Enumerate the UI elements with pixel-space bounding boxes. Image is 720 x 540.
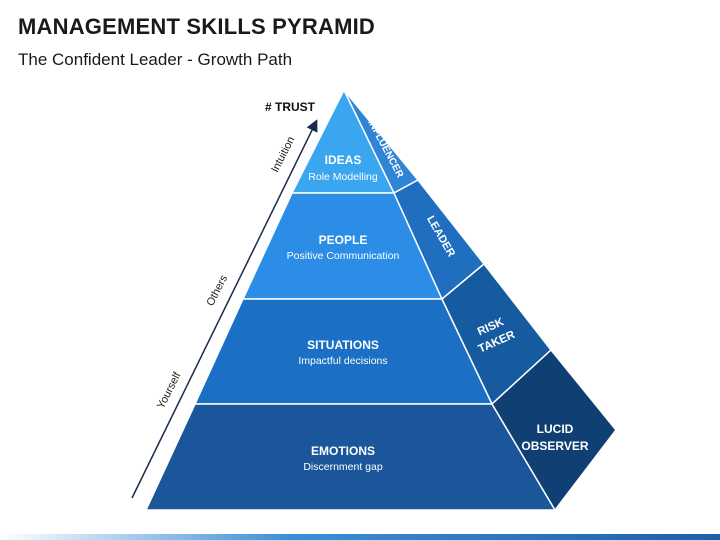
side-lucid-observer-shape [491, 348, 617, 512]
side-lucid-observer-line2: OBSERVER [521, 439, 588, 453]
growth-arrow [131, 119, 318, 499]
level-people-title: PEOPLE [319, 233, 368, 247]
level-situations-subtitle: Impactful decisions [298, 355, 387, 367]
level-ideas-title: IDEAS [325, 153, 362, 167]
arrow-label-yourself: Yourself [155, 370, 184, 411]
level-emotions-subtitle: Discernment gap [303, 461, 383, 473]
arrow-label-others: Others [204, 273, 230, 308]
bottom-accent-bar [0, 534, 720, 540]
page-title: MANAGEMENT SKILLS PYRAMID [18, 14, 375, 39]
page-subtitle: The Confident Leader - Growth Path [18, 50, 293, 69]
level-ideas-subtitle: Role Modelling [308, 171, 378, 183]
level-situations-title: SITUATIONS [307, 338, 379, 352]
level-people-subtitle: Positive Communication [287, 250, 400, 262]
level-emotions-title: EMOTIONS [311, 444, 375, 458]
side-lucid-observer-line1: LUCID [537, 422, 574, 436]
trust-label: # TRUST [265, 100, 316, 114]
